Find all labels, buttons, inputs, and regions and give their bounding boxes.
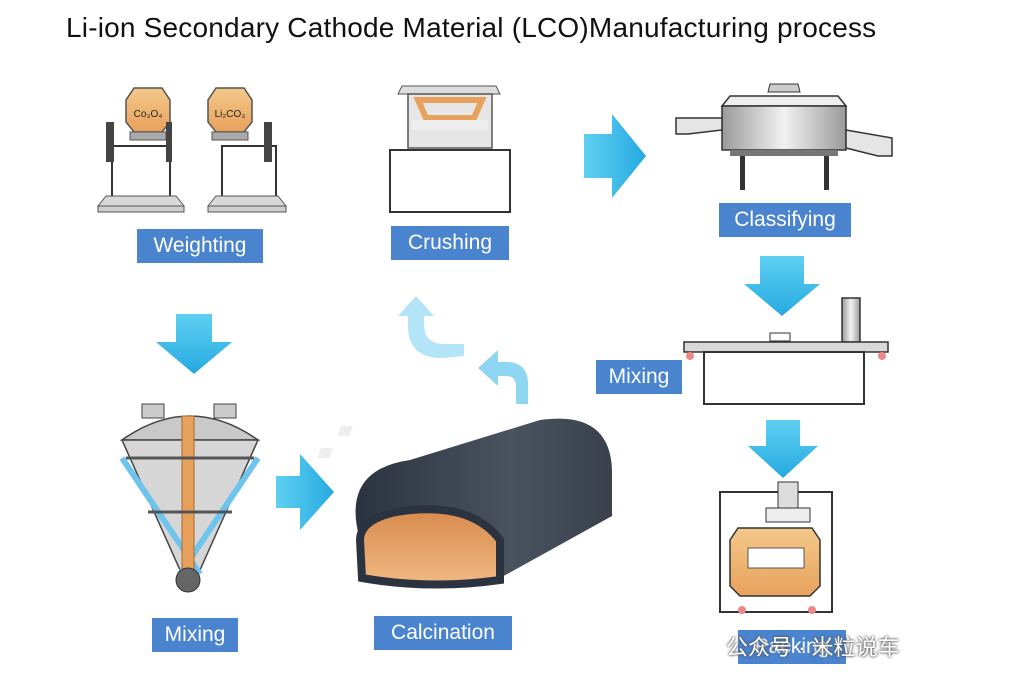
step-label-crushing: Crushing (391, 226, 509, 260)
arrow-classifying-to-mixing (744, 256, 820, 316)
weighting-scales-illustration: Co₃O₄ Li₂CO₃ (96, 87, 288, 213)
arrow-return-to-crushing (398, 296, 464, 358)
packing-machine-illustration (719, 481, 833, 614)
arrow-mixing-to-packing (748, 420, 818, 478)
step-label-packing: Packing (738, 630, 846, 664)
li2co3-label: Li₂CO₃ (215, 109, 246, 120)
step-label-classifying: Classifying (719, 203, 851, 237)
arrow-weighting-to-mixing (156, 314, 232, 374)
arrow-crushing-to-classifying (584, 114, 646, 198)
co3o4-label: Co₃O₄ (134, 109, 163, 120)
arrow-calcination-up (478, 350, 528, 404)
calcination-kiln-illustration (278, 418, 612, 589)
arrow-mixing-to-calcination (276, 454, 334, 530)
mixer-tank-illustration (683, 297, 889, 405)
step-label-weighting: Weighting (137, 229, 263, 263)
classifier-sieve-illustration (675, 83, 893, 190)
conical-mixer-illustration (119, 403, 261, 593)
step-label-mixing-left: Mixing (152, 618, 238, 652)
watermark: 公众号 · 米粒说车 (726, 635, 900, 660)
step-label-mixing-right: Mixing (596, 360, 682, 394)
crusher-illustration (389, 85, 511, 213)
step-label-calcination: Calcination (374, 616, 512, 650)
page-title: Li-ion Secondary Cathode Material (LCO)M… (66, 12, 877, 43)
